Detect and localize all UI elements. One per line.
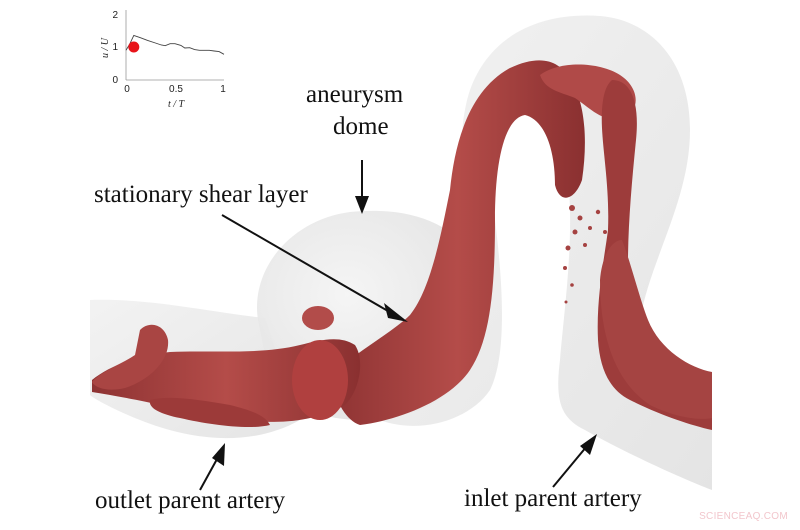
velocity-waveform-inset: 0 1 2 0 0.5 1 t / T u / U: [100, 10, 226, 110]
vortex-structures: [92, 60, 712, 430]
y-axis-label: u / U: [100, 37, 111, 58]
x-tick-0.5: 0.5: [169, 84, 183, 95]
x-tick-0: 0: [124, 84, 130, 95]
label-outlet-parent-artery: outlet parent artery: [95, 487, 286, 514]
x-tick-1: 1: [220, 84, 226, 95]
annotation-arrows: [199, 160, 597, 491]
label-stationary-shear-layer: stationary shear layer: [94, 181, 308, 208]
waveform-line: [125, 34, 225, 55]
label-aneurysm: aneurysm: [306, 81, 404, 108]
time-marker: [128, 41, 140, 53]
y-tick-1: 1: [112, 42, 118, 53]
watermark: SCIENCEAQ.COM: [699, 511, 788, 522]
label-dome: dome: [333, 113, 389, 140]
label-inlet-parent-artery: inlet parent artery: [464, 485, 642, 512]
y-tick-2: 2: [112, 10, 118, 21]
x-axis-label: t / T: [168, 99, 186, 110]
y-tick-0: 0: [112, 75, 118, 86]
